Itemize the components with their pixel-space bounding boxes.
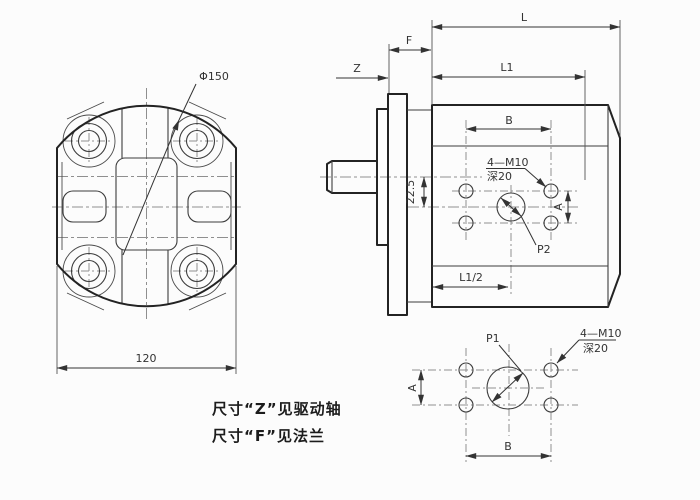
port-p1 xyxy=(486,366,530,410)
side-bolt-spec-label: 4—M10 xyxy=(487,156,529,169)
bottom-port-view: P1 4—M10 深20 A B xyxy=(406,327,622,462)
front-diameter-label: Φ150 xyxy=(199,70,229,83)
side-port-bolt-holes xyxy=(458,183,559,231)
bottom-b-label: B xyxy=(504,440,512,453)
drive-shaft xyxy=(326,160,377,194)
side-l1-label: L1 xyxy=(500,61,513,74)
front-body-contour xyxy=(56,104,237,308)
side-l-label: L xyxy=(521,11,528,24)
side-bolt-depth-label: 深20 xyxy=(487,170,512,183)
side-z-label: Z xyxy=(353,62,361,75)
mounting-flange xyxy=(387,93,408,316)
port-p2 xyxy=(496,192,526,222)
bottom-centerlines xyxy=(412,344,578,462)
left-port-recess xyxy=(62,190,107,223)
bottom-a-label: A xyxy=(406,384,419,392)
bottom-port-label: P1 xyxy=(486,332,500,345)
side-half-length-label: L1/2 xyxy=(459,271,483,284)
front-view: Φ150 120 xyxy=(52,70,241,374)
bottom-bolt-depth-label: 深20 xyxy=(583,342,608,355)
front-cover-neck xyxy=(407,109,432,303)
front-diameter-leader xyxy=(122,83,197,256)
side-b-label: B xyxy=(505,114,513,127)
side-dimensions xyxy=(336,20,621,290)
note-line-1: 尺寸“Z”见驱动轴 xyxy=(212,400,342,418)
gear-housing-face xyxy=(115,157,178,251)
bottom-dimensions xyxy=(418,339,616,459)
front-width-label: 120 xyxy=(136,352,157,365)
front-centerlines xyxy=(52,88,241,320)
side-view: Z F L L1 B 4—M10 深20 22.5 A P2 L1/2 xyxy=(320,11,621,316)
side-f-label: F xyxy=(406,34,412,47)
port-face-edges xyxy=(432,145,608,267)
note-line-2: 尺寸“F”见法兰 xyxy=(212,427,325,445)
drawing-notes: 尺寸“Z”见驱动轴 尺寸“F”见法兰 xyxy=(212,400,342,445)
front-width-dimension xyxy=(56,266,237,374)
side-a-label: A xyxy=(552,203,565,211)
side-port-label: P2 xyxy=(537,243,551,256)
bottom-bolt-spec-label: 4—M10 xyxy=(580,327,622,340)
side-offset-label: 22.5 xyxy=(404,180,417,205)
bottom-port-bolt-holes xyxy=(458,362,559,413)
